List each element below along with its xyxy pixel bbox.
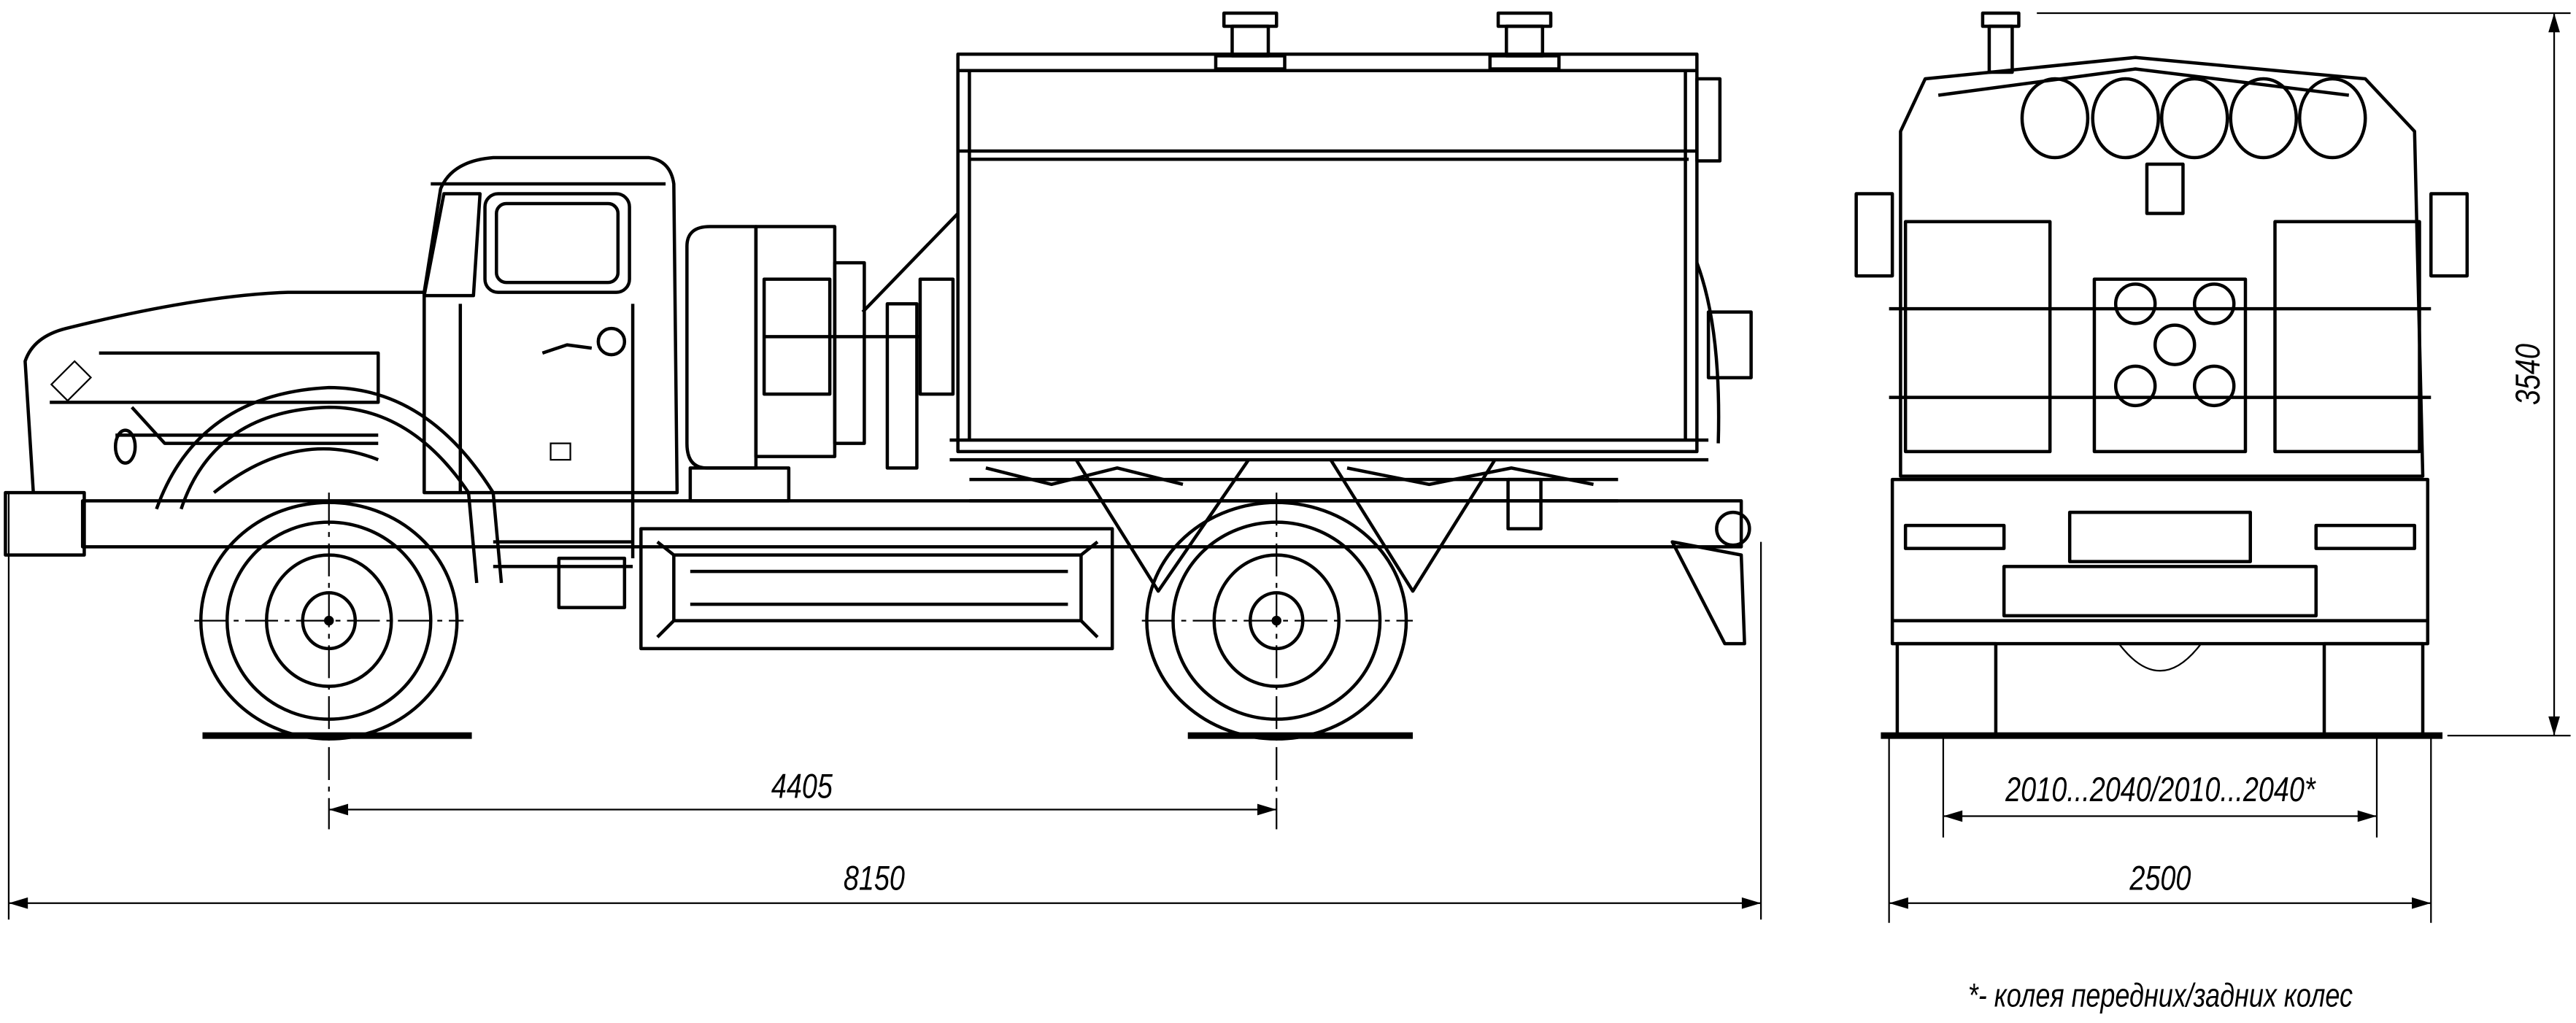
windshield: [423, 192, 482, 298]
wheelbase-dimension: 4405: [771, 768, 833, 806]
rear-door-left: [1903, 220, 2052, 454]
truck-cab: [423, 155, 679, 609]
rear-circles: [2020, 77, 2367, 160]
front-wheel: [194, 493, 464, 830]
rear-frame: [1890, 477, 2430, 646]
equipment-unit: [685, 212, 960, 503]
rear-wheel-left: [1895, 641, 1998, 738]
tank-body: [949, 53, 1753, 462]
chassis-frame: [4, 477, 1751, 646]
front-fender: [155, 385, 504, 584]
tank-hatch-1: [1214, 11, 1287, 71]
tank-hatch-2: [1488, 11, 1561, 71]
rear-hitch: [1670, 540, 1746, 646]
rear-wheel: [1141, 493, 1414, 830]
front-fender-inner: [180, 405, 479, 584]
step: [557, 556, 627, 609]
rear-tank-outline: [1899, 55, 2425, 478]
overall-width-dimension: 2500: [2129, 860, 2191, 898]
overall-length-dimension: 8150: [844, 860, 905, 898]
dimensions: 4405 8150 2010...2040/2010...2040* 2500 …: [7, 12, 2571, 923]
front-bumper: [4, 490, 86, 557]
rear-wheel-right: [2322, 641, 2425, 738]
rear-door-right: [2273, 220, 2421, 454]
overall-height-dimension: 3540: [2509, 344, 2548, 405]
spreader-box: [639, 527, 1114, 651]
truck-hood: [23, 290, 426, 494]
rear-view: [1854, 11, 2469, 739]
track-footnote: *- колея передних/задних колес: [1968, 977, 2353, 1014]
track-dimension: 2010...2040/2010...2040*: [2005, 771, 2316, 809]
side-view: [4, 11, 1753, 830]
tank-supports: [985, 458, 1594, 593]
cab-window: [483, 192, 631, 294]
